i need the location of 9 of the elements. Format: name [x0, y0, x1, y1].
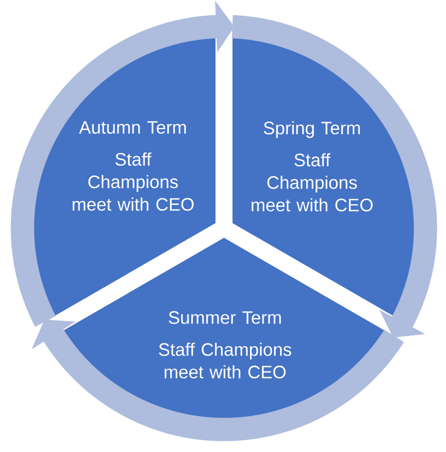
curved-arrow [32, 320, 404, 442]
node-label: Staff Champions meet with CEO [158, 342, 292, 378]
curved-arrow [11, 1, 234, 327]
pie-sector: Summer Term Staff Champions meet with CEO [63, 238, 385, 419]
node-label: Staff Champions meet with CEO [72, 152, 194, 211]
node-label: Spring Term [264, 121, 360, 138]
node-label: Staff Champions meet with CEO [252, 153, 373, 212]
node-label: Autumn Term [79, 121, 186, 134]
curved-arrow [232, 15, 437, 338]
